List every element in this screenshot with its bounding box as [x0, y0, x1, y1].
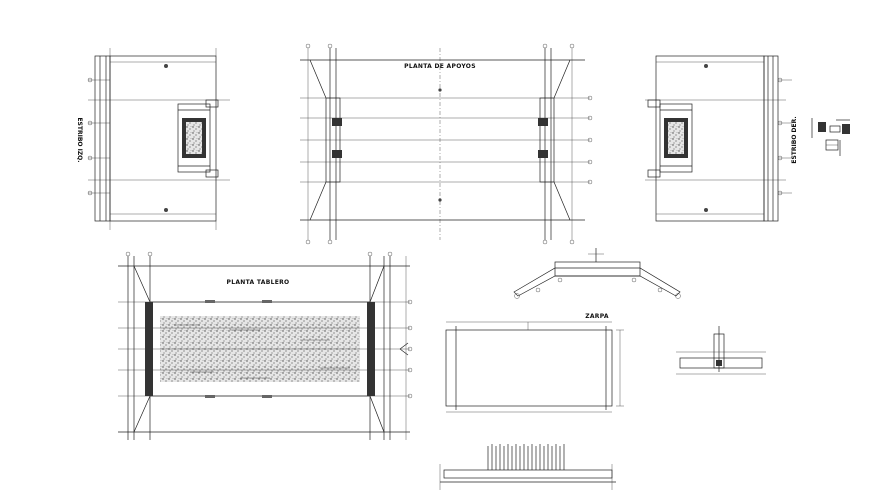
- zarpa-section-view: ZARPA: [513, 248, 681, 320]
- zarpa-rebar-plan: [445, 321, 624, 413]
- zarpa-elevation-view: [439, 444, 616, 490]
- detalle-apoyo-pequeno: [811, 118, 850, 156]
- label-planta-tablero: PLANTA TABLERO: [227, 279, 290, 286]
- label-estribo-der: ESTRIBO DER.: [791, 116, 798, 163]
- estribo-derecho-view: ESTRIBO DER.: [645, 55, 798, 222]
- detalle-union: [676, 326, 766, 375]
- estribo-izquierdo-view: ESTRIBO IZQ.: [76, 48, 230, 230]
- planta-tablero-view: PLANTA TABLERO: [118, 251, 413, 440]
- label-planta-apoyos: PLANTA DE APOYOS: [404, 63, 476, 70]
- label-estribo-izq: ESTRIBO IZQ.: [76, 117, 83, 162]
- label-zarpa: ZARPA: [585, 313, 609, 320]
- planta-apoyos-view: PLANTA DE APOYOS: [300, 43, 593, 245]
- dowel-bars: [487, 444, 565, 470]
